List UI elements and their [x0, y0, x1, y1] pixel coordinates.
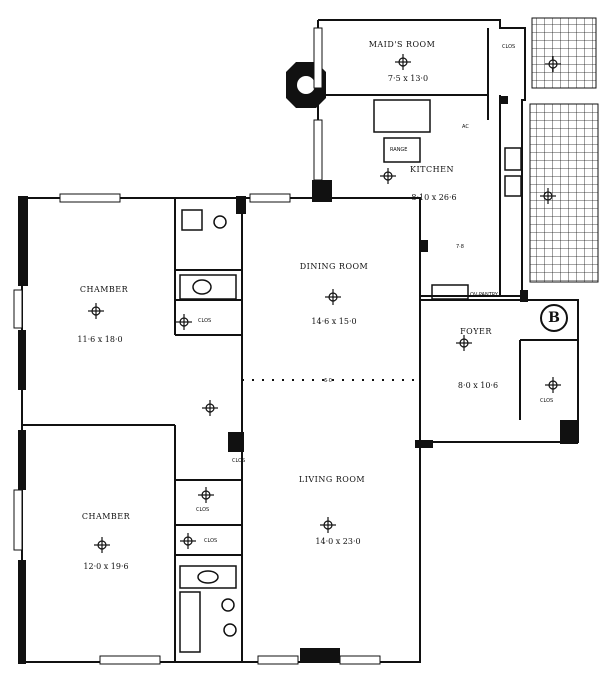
chamber-lower-label: CHAMBER [81, 512, 131, 521]
hall-closet-label: CLOS [232, 458, 246, 464]
maids-room-label: MAID'S ROOM [368, 40, 436, 49]
ac-label: AC [462, 124, 469, 130]
north-wing-outline [318, 19, 526, 297]
upper-chamber-closet-label: CLOS [198, 318, 212, 324]
chamber-lower-dims: 12·0 x 19·6 [83, 562, 129, 571]
unit-b-badge: B [540, 304, 568, 332]
foyer-dims: 8·0 x 10·6 [457, 381, 499, 390]
chamber-upper-dims: 11·6 x 18·0 [77, 335, 123, 344]
light-fixture [456, 335, 472, 351]
light-fixture [545, 56, 561, 72]
foyer-label: FOYER [460, 327, 492, 336]
foyer-outline [420, 299, 579, 443]
dining-room-dims: 14·6 x 15·0 [311, 317, 357, 326]
maid-closet-label: CLOS [502, 44, 516, 50]
kitchen-range [383, 137, 421, 163]
oven-pantry-label: OV·PANTRY [470, 292, 498, 298]
light-fixture [545, 377, 561, 393]
range-label: RANGE [390, 147, 408, 153]
upper-bath-tub [179, 274, 237, 300]
terrace-north [531, 17, 597, 89]
light-fixture [320, 517, 336, 533]
light-fixture [88, 303, 104, 319]
terrace-east [529, 103, 599, 283]
dining-room-label: DINING ROOM [299, 262, 369, 271]
light-fixture [202, 400, 218, 416]
hall-dims: 7·8 [456, 244, 464, 250]
light-fixture [325, 289, 341, 305]
maid-bath-tub [373, 99, 431, 133]
lower-chamber-closet-label: CLOS [196, 507, 210, 513]
lower-bath-tub [179, 565, 237, 589]
living-room-dims: 14·0 x 23·0 [315, 537, 361, 546]
light-fixture [198, 487, 214, 503]
chamber-upper-label: CHAMBER [79, 285, 129, 294]
light-fixture [176, 314, 192, 330]
opening-dims: 6·0 [324, 378, 332, 384]
foyer-closet-label: CLOS [540, 398, 554, 404]
living-room-label: LIVING ROOM [298, 475, 366, 484]
light-fixture [540, 188, 556, 204]
light-fixture [395, 54, 411, 70]
maids-room-dims: 7·5 x 13·0 [387, 74, 429, 83]
lower-chamber-closet2-label: CLOS [204, 538, 218, 544]
light-fixture [180, 533, 196, 549]
light-fixture [94, 537, 110, 553]
kitchen-label: KITCHEN [410, 165, 454, 174]
west-wing-outline [21, 197, 243, 663]
light-fixture [380, 168, 396, 184]
kitchen-dims: 8·10 x 26·6 [411, 193, 457, 202]
